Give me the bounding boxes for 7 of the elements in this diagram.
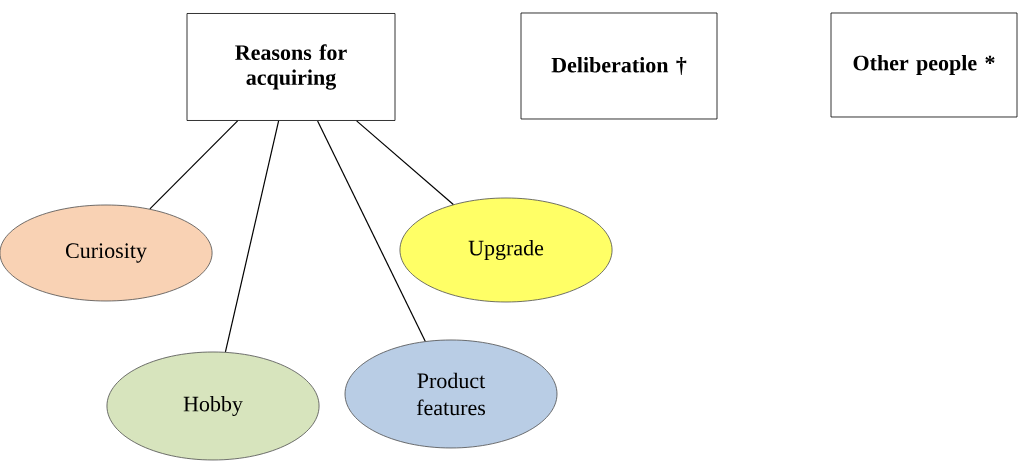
text-box: Deliberation † xyxy=(520,12,718,120)
text-box: Other people * xyxy=(830,12,1018,118)
connector-line xyxy=(356,120,454,206)
connector-line xyxy=(224,120,280,353)
text-box: Reasons for acquiring xyxy=(186,13,396,121)
connector-line xyxy=(149,120,239,210)
connector-line xyxy=(317,120,426,342)
